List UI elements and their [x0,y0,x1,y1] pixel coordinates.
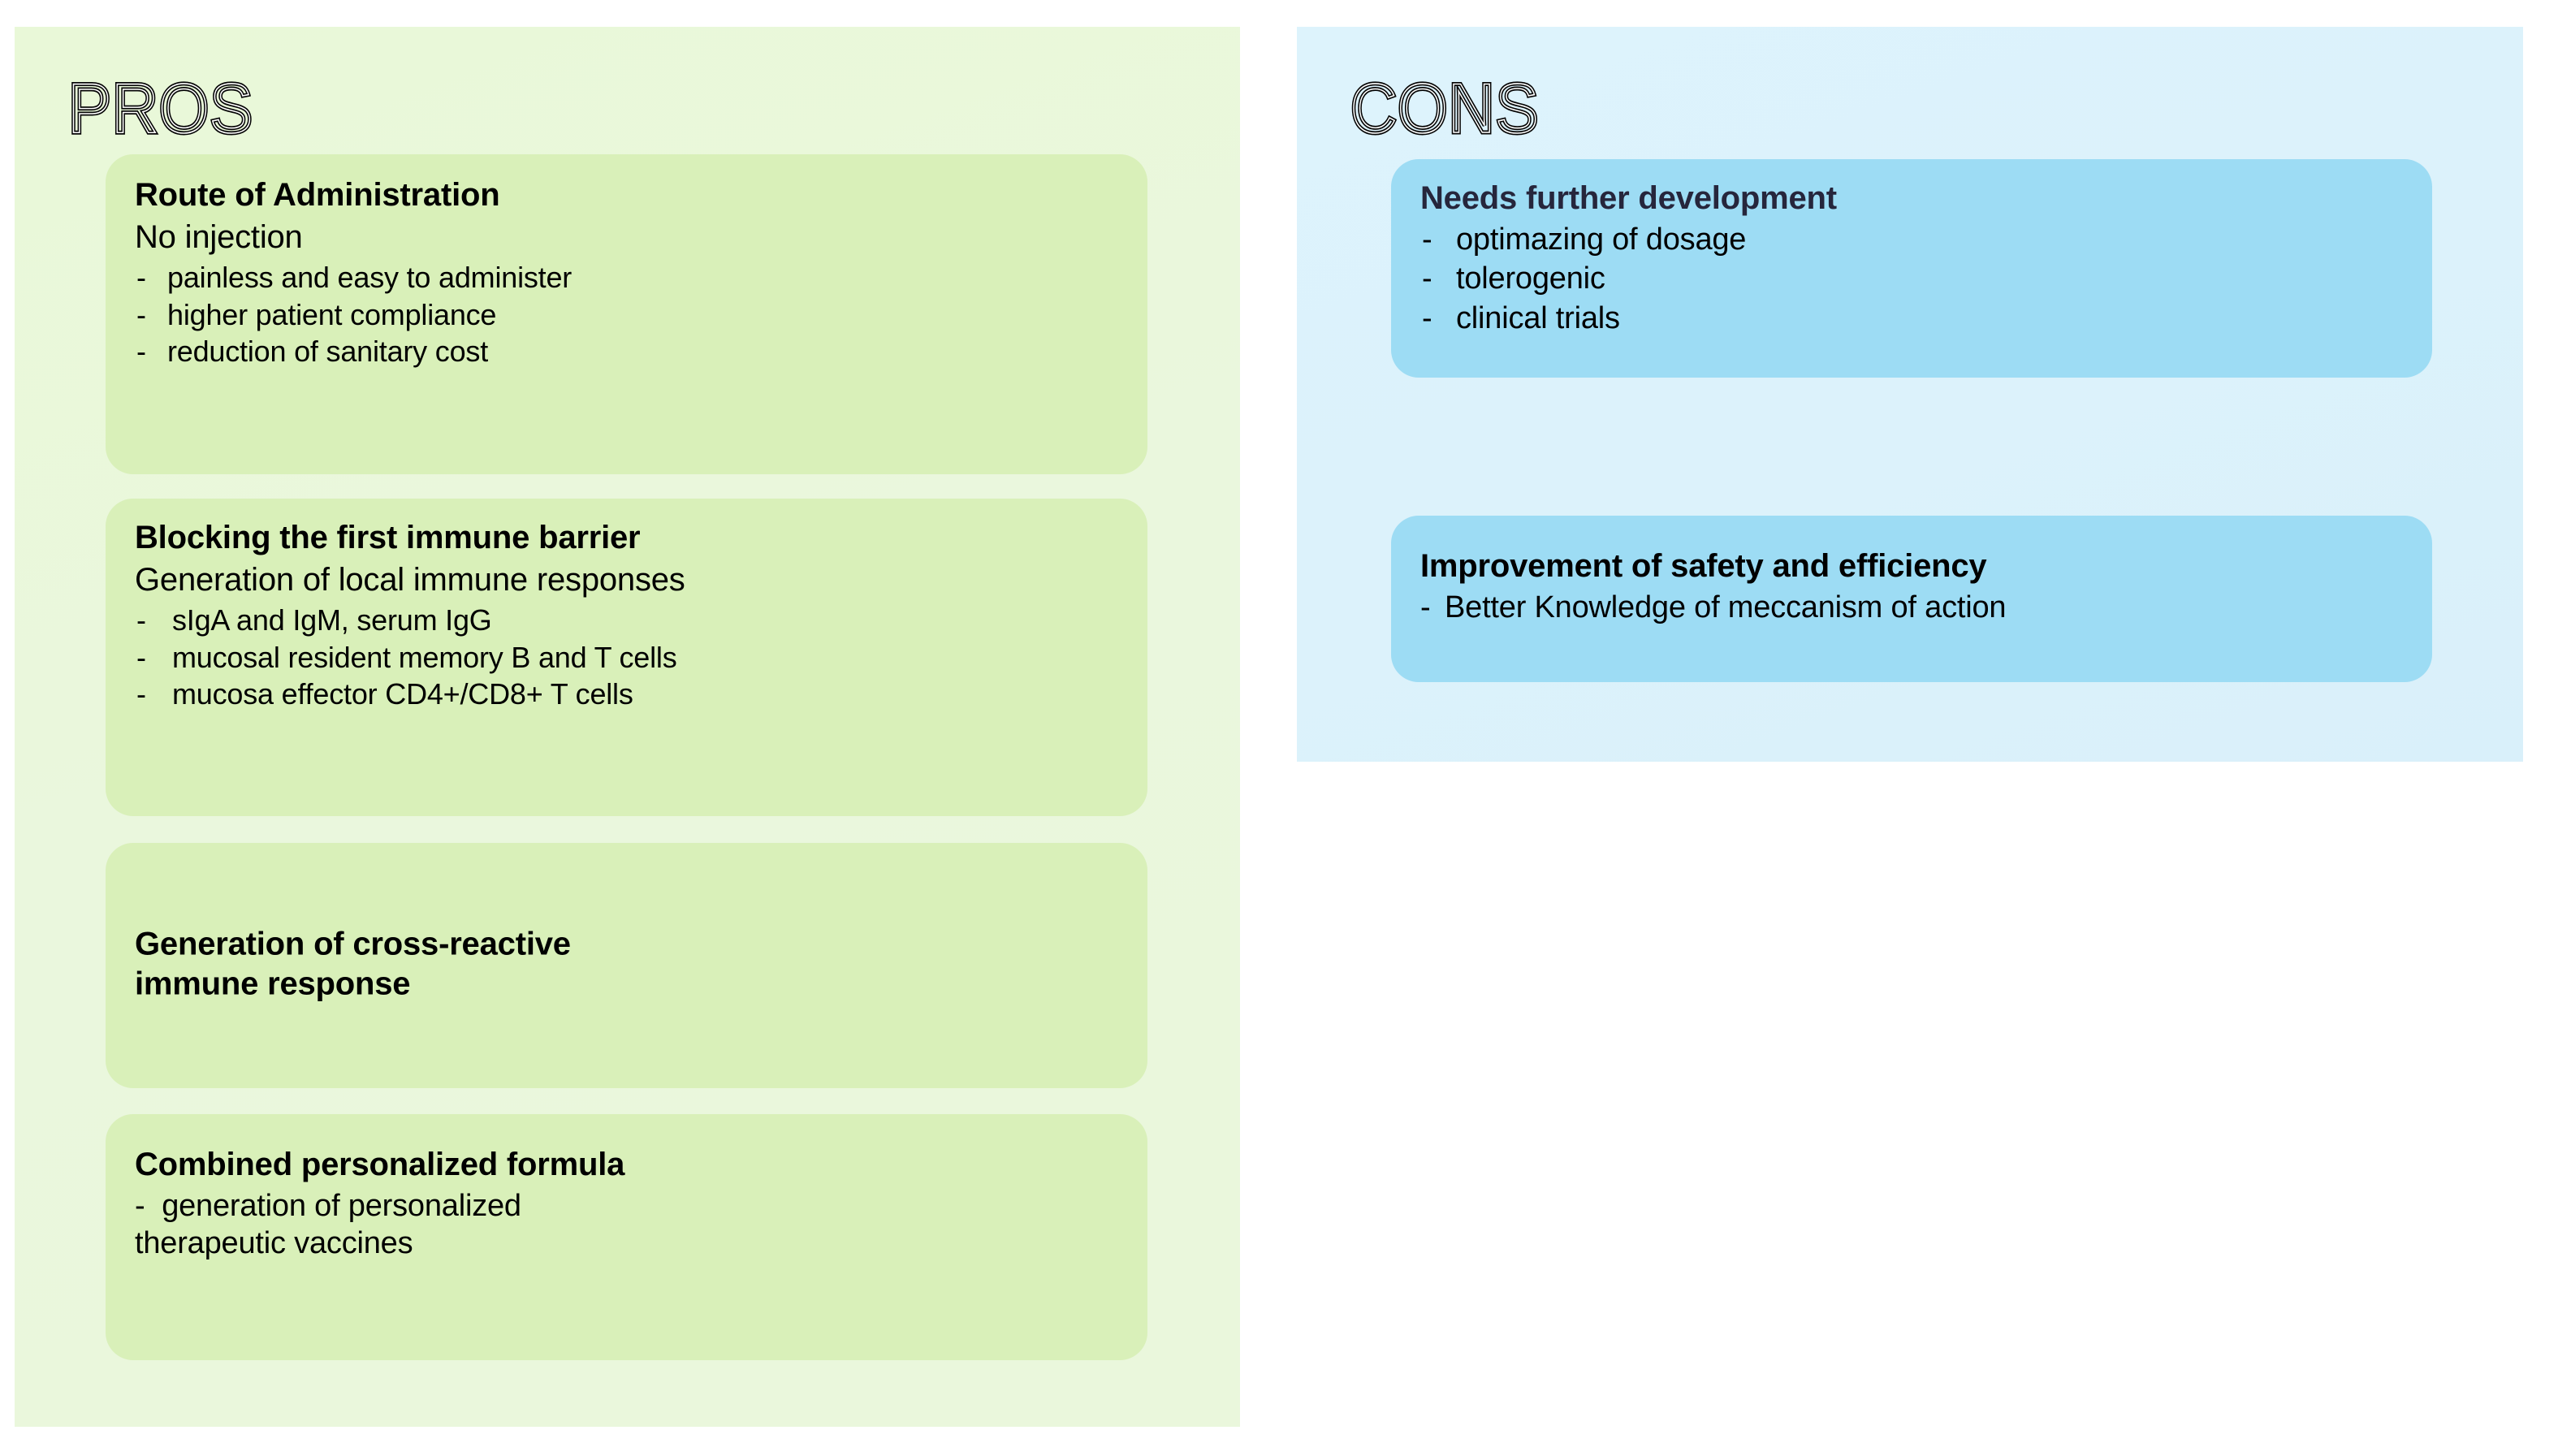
pros-card-2-bullet-list: -sIgA and IgM, serum IgG -mucosal reside… [135,603,1128,713]
bullet-text: reduction of sanitary cost [167,335,489,369]
pros-section-title: PROS PROS [67,70,255,148]
list-item: -optimazing of dosage [1420,221,2413,258]
pros-card-4-bullet: - generation of personalized therapeutic… [135,1187,655,1263]
bullet-dash-icon: - [1422,300,1432,335]
bullet-text: tolerogenic [1456,261,1605,296]
bullet-dash-icon: - [1420,590,1431,624]
list-item: -clinical trials [1420,300,2413,337]
cons-title-text: CONS [1349,70,1540,148]
pros-card-blocking-first-immune-barrier[interactable]: Blocking the first immune barrier Genera… [106,499,1147,816]
cons-card-improvement-of-safety-efficiency[interactable]: Improvement of safety and efficiency -Be… [1391,516,2432,682]
pros-card-1-subheading: No injection [135,218,303,255]
bullet-dash-icon: - [136,260,146,294]
bullet-dash-icon: - [136,603,146,637]
bullet-text: generation of personalized therapeutic v… [135,1188,521,1261]
pros-title-text: PROS [67,70,255,148]
pros-card-1-bullet-list: -painless and easy to administer -higher… [135,260,1128,370]
bullet-dash-icon: - [135,1188,145,1223]
list-item: -painless and easy to administer [135,260,1128,296]
bullet-text: mucosal resident memory B and T cells [172,640,677,674]
bullet-text: optimazing of dosage [1456,222,1747,257]
list-item: -sIgA and IgM, serum IgG [135,603,1128,638]
cons-panel: CONS CONS Needs further development -opt… [1297,27,2523,762]
cons-card-1-heading: Needs further development [1420,180,1837,216]
pros-card-2-subheading: Generation of local immune responses [135,561,685,598]
bullet-text: sIgA and IgM, serum IgG [172,603,492,637]
cons-card-1-bullet-list: -optimazing of dosage -tolerogenic -clin… [1420,221,2413,337]
pros-card-route-of-administration[interactable]: Route of Administration No injection -pa… [106,154,1147,474]
bullet-dash-icon: - [136,677,146,711]
list-item: -mucosa effector CD4+/CD8+ T cells [135,676,1128,712]
pros-panel: PROS PROS Route of Administration No inj… [15,27,1240,1427]
cons-card-2-bullet-list: -Better Knowledge of meccanism of action [1420,589,2413,626]
list-item: -tolerogenic [1420,260,2413,297]
list-item: -Better Knowledge of meccanism of action [1420,589,2413,626]
bullet-dash-icon: - [1422,261,1432,296]
bullet-text: clinical trials [1456,300,1620,335]
list-item: -mucosal resident memory B and T cells [135,640,1128,676]
pros-title-inner-stroke: PROS [67,70,253,148]
bullet-dash-icon: - [136,640,146,674]
bullet-dash-icon: - [136,297,146,331]
pros-card-cross-reactive-immune-response[interactable]: Generation of cross-reactive immune resp… [106,843,1147,1088]
bullet-text: mucosa effector CD4+/CD8+ T cells [172,677,633,711]
bullet-dash-icon: - [1422,222,1432,257]
pros-card-3-heading: Generation of cross-reactive immune resp… [135,926,571,1002]
cons-section-title: CONS CONS [1349,70,1540,148]
list-item: -reduction of sanitary cost [135,334,1128,369]
cons-title-inner-stroke: CONS [1350,70,1540,148]
pros-card-1-heading: Route of Administration [135,177,500,213]
bullet-text: painless and easy to administer [167,260,573,294]
cons-card-2-heading: Improvement of safety and efficiency [1420,548,1987,584]
bullet-text: Better Knowledge of meccanism of action [1445,590,2007,624]
pros-card-4-heading: Combined personalized formula [135,1147,625,1182]
list-item: -higher patient compliance [135,297,1128,333]
bullet-dash-icon: - [136,335,146,369]
pros-card-combined-personalized-formula[interactable]: Combined personalized formula - generati… [106,1114,1147,1360]
pros-card-2-heading: Blocking the first immune barrier [135,520,641,555]
cons-card-needs-further-development[interactable]: Needs further development -optimazing of… [1391,159,2432,378]
bullet-text: higher patient compliance [167,297,497,331]
